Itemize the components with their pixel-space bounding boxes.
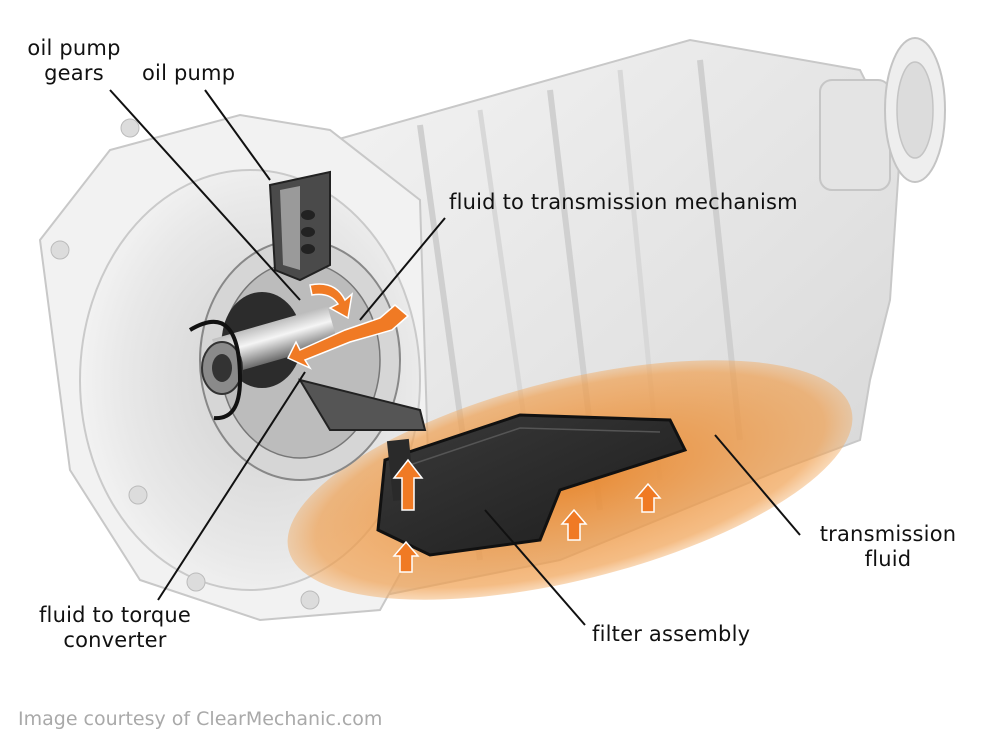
label-transmission-fluid-line2: fluid — [864, 547, 912, 571]
leader-oil-pump — [204, 89, 271, 181]
label-oil-pump-gears: oil pump gears — [14, 36, 134, 86]
leader-filter-assembly — [484, 509, 586, 626]
pump-flow-arrows — [286, 283, 410, 370]
label-oil-pump-gears-line2: gears — [44, 61, 104, 85]
leader-oil-pump-gears — [109, 89, 301, 301]
leader-fluid-to-torque-converter — [157, 371, 306, 601]
label-oil-pump: oil pump — [142, 61, 235, 86]
label-oil-pump-text: oil pump — [142, 61, 236, 85]
suction-arrows — [392, 458, 662, 573]
label-fluid-to-transmission-mechanism-text: fluid to transmission mechanism — [449, 190, 798, 214]
image-credit: Image courtesy of ClearMechanic.com — [18, 708, 383, 730]
label-filter-assembly: filter assembly — [592, 622, 750, 647]
label-fluid-to-torque-converter-line1: fluid to torque — [38, 603, 192, 627]
leader-lines — [109, 89, 801, 626]
tail-housing — [819, 37, 946, 191]
label-transmission-fluid-line1: transmission — [819, 522, 957, 546]
label-fluid-to-torque-converter-line2: converter — [63, 628, 167, 652]
label-fluid-to-transmission-mechanism: fluid to transmission mechanism — [449, 190, 798, 215]
input-shaft — [188, 292, 338, 421]
label-transmission-fluid: transmission fluid — [804, 522, 972, 572]
label-oil-pump-gears-line1: oil pump — [27, 36, 121, 60]
filter-assembly — [376, 413, 688, 557]
label-filter-assembly-text: filter assembly — [592, 622, 751, 646]
leader-transmission-fluid — [714, 434, 801, 536]
label-fluid-to-torque-converter: fluid to torque converter — [20, 603, 210, 653]
leader-fluid-to-transmission — [359, 217, 446, 321]
